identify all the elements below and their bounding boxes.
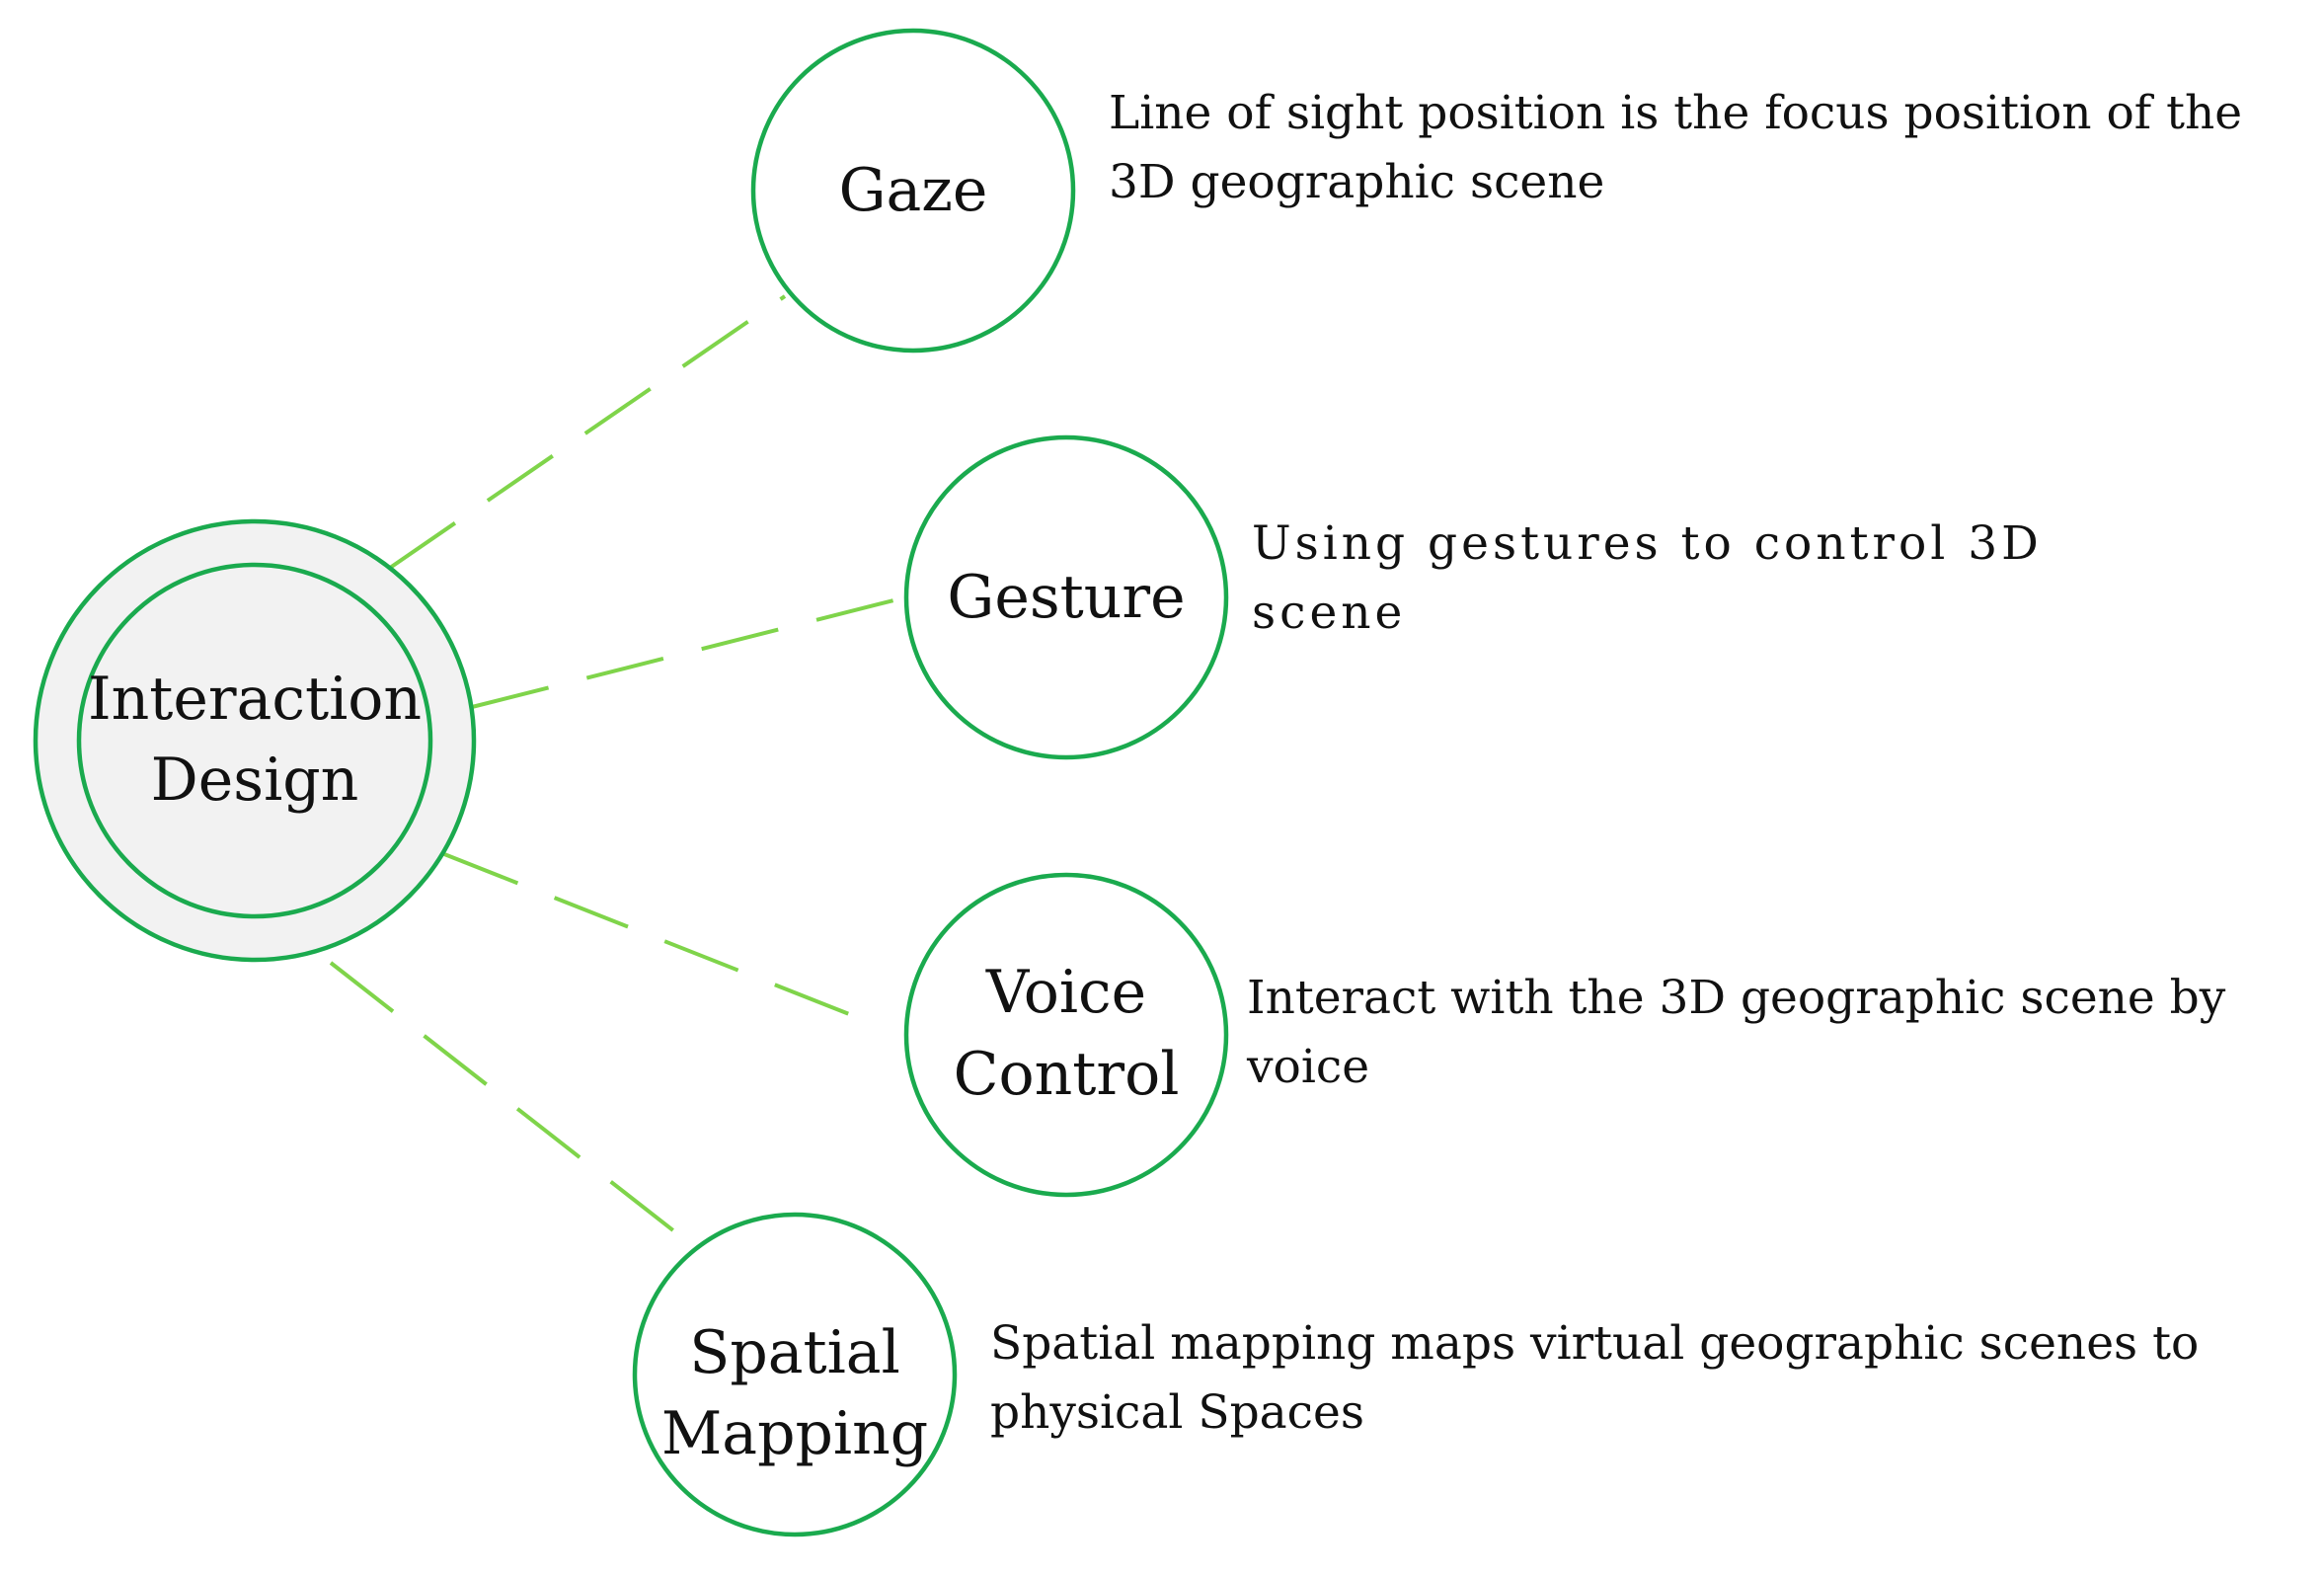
description-gaze: Line of sight position is the focus posi…: [1109, 86, 2243, 209]
center-node-interaction-design: Interaction Design: [33, 518, 477, 963]
node-voice-control-label-line2: Control: [954, 1040, 1180, 1109]
node-gaze-circle: [750, 28, 1076, 354]
connector-voice-control: [443, 852, 883, 1029]
node-gesture-circle: [903, 434, 1229, 760]
connector-gaze: [388, 294, 787, 570]
node-voice-control: Voice Control: [903, 872, 1229, 1198]
connector-gesture: [471, 595, 906, 709]
center-label-line2: Design: [151, 746, 359, 815]
node-gesture-label: Gesture: [947, 563, 1185, 632]
node-spatial-mapping: Spatial Mapping: [632, 1212, 958, 1537]
node-spatial-mapping-label-line1: Spatial: [689, 1318, 900, 1387]
node-voice-control-circle: [903, 872, 1229, 1198]
center-label-line1: Interaction: [88, 665, 422, 734]
node-spatial-mapping-circle: [632, 1212, 958, 1537]
description-spatial-mapping: Spatial mapping maps virtual geographic …: [990, 1316, 2200, 1440]
node-voice-control-label-line1: Voice: [985, 958, 1146, 1027]
node-gesture: Gesture: [903, 434, 1229, 760]
description-gesture: Using gestures to control 3D scene: [1252, 516, 2043, 640]
center-inner-ring: [76, 562, 433, 919]
node-spatial-mapping-label-line2: Mapping: [661, 1399, 928, 1468]
node-gaze-label: Gaze: [839, 156, 988, 225]
description-voice-control: Interact with the 3D geographic scene by…: [1247, 971, 2226, 1094]
connector-spatial-mapping: [329, 961, 703, 1254]
node-gaze: Gaze: [750, 28, 1076, 354]
